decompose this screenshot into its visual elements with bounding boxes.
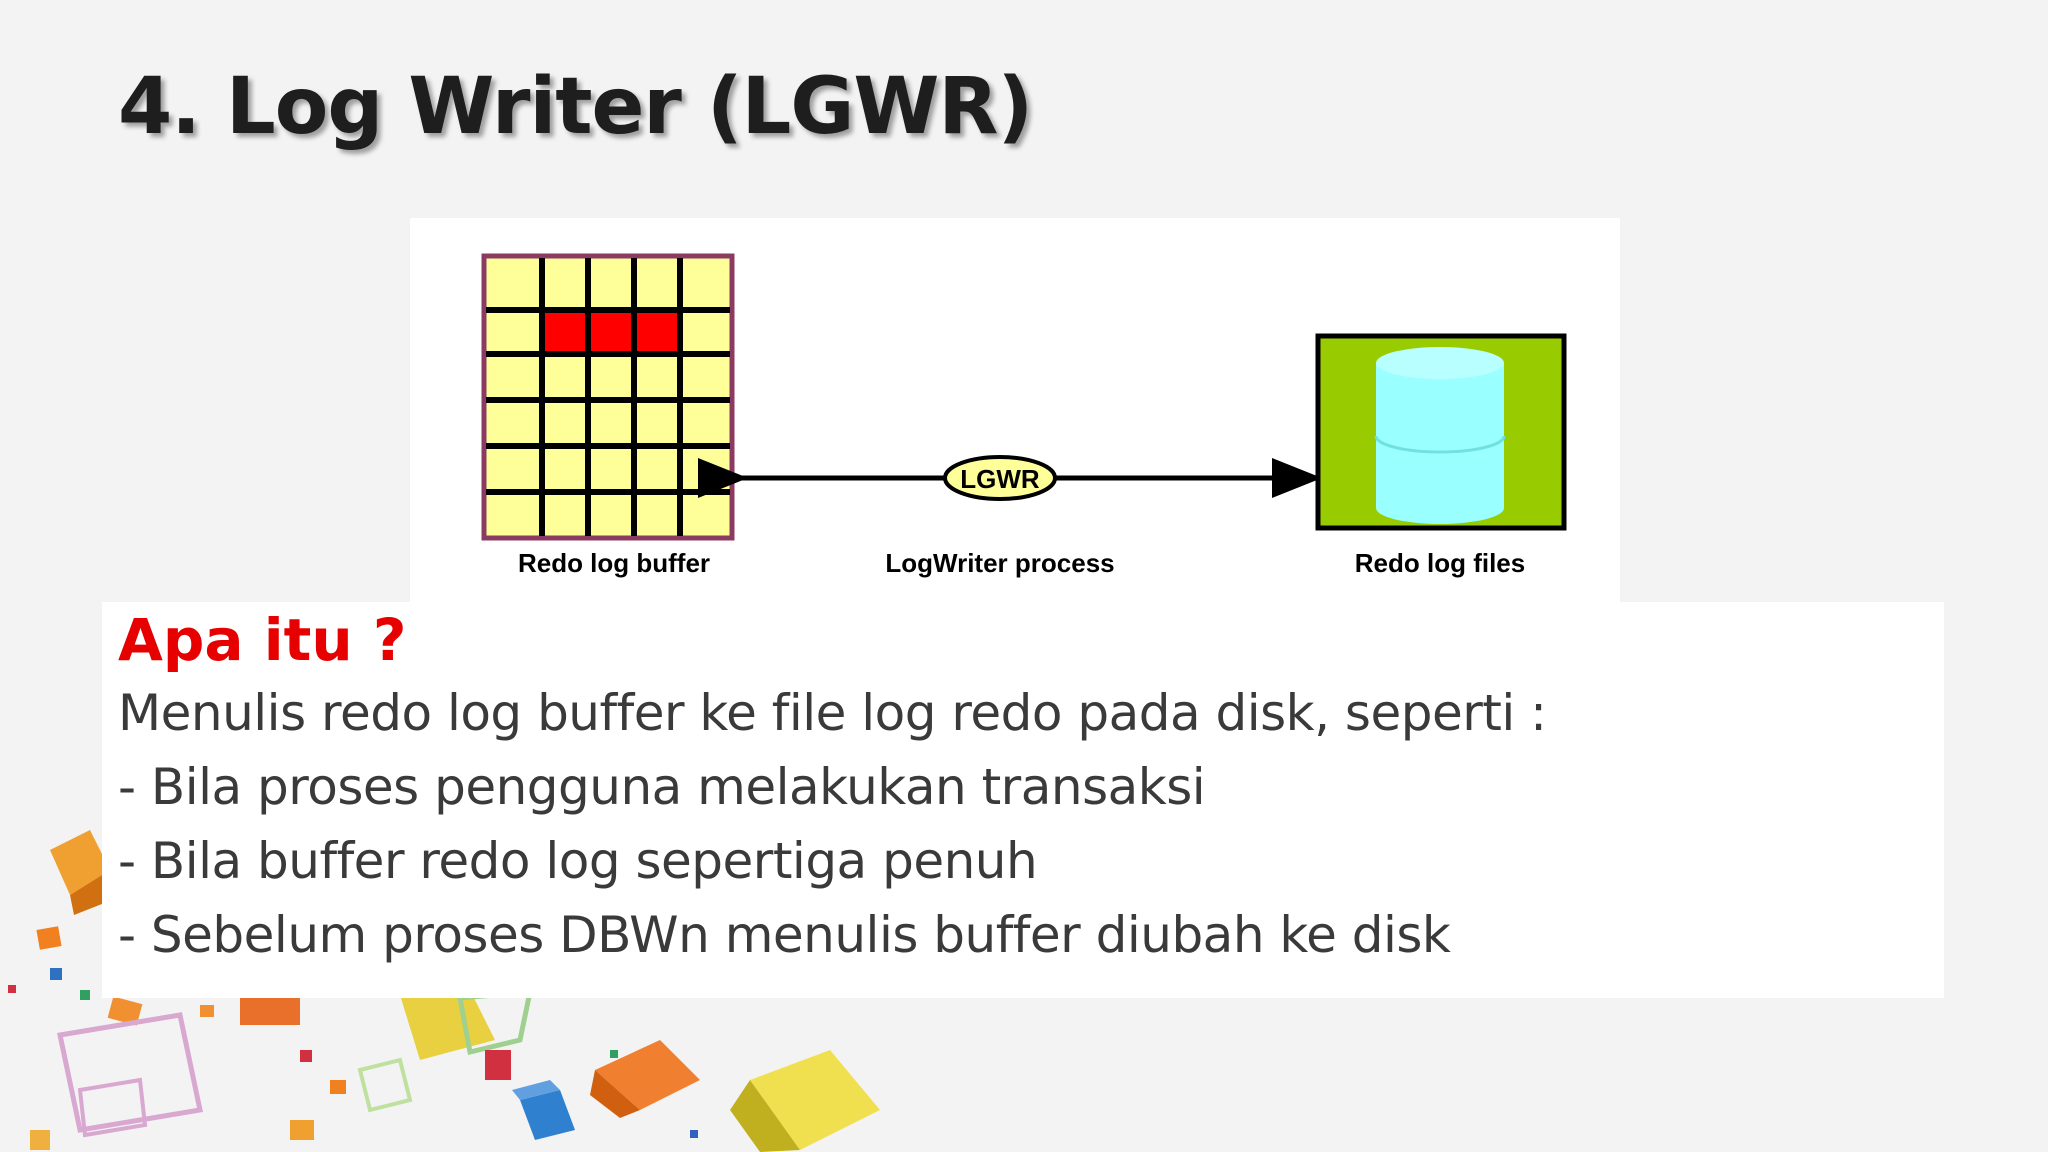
lgwr-badge-label: LGWR [960, 464, 1040, 494]
redo-log-buffer-label: Redo log buffer [518, 548, 710, 578]
content-line: Menulis redo log buffer ke file log redo… [118, 684, 1547, 742]
lgwr-process-badge: LGWR [943, 455, 1057, 501]
content-line: - Sebelum proses DBWn menulis buffer diu… [118, 906, 1451, 964]
redo-log-buffer-grid [481, 253, 735, 541]
decorative-cube-cluster [8, 830, 880, 1152]
content-heading: Apa itu ? [118, 606, 407, 674]
content-box: Apa itu ? Menulis redo log buffer ke fil… [102, 602, 1944, 998]
lgwr-diagram: LGWR Redo log buffer LogWriter process R… [410, 218, 1620, 606]
redo-log-files-label: Redo log files [1355, 548, 1525, 578]
content-line: - Bila buffer redo log sepertiga penuh [118, 832, 1038, 890]
redo-log-files-icon [1315, 333, 1567, 531]
dirty-buffer-blocks [542, 311, 680, 353]
content-line: - Bila proses pengguna melakukan transak… [118, 758, 1206, 816]
logwriter-process-label: LogWriter process [885, 548, 1114, 578]
slide-title: 4. Log Writer (LGWR) [118, 62, 1033, 152]
diagram-canvas: LGWR Redo log buffer LogWriter process R… [481, 253, 1567, 578]
